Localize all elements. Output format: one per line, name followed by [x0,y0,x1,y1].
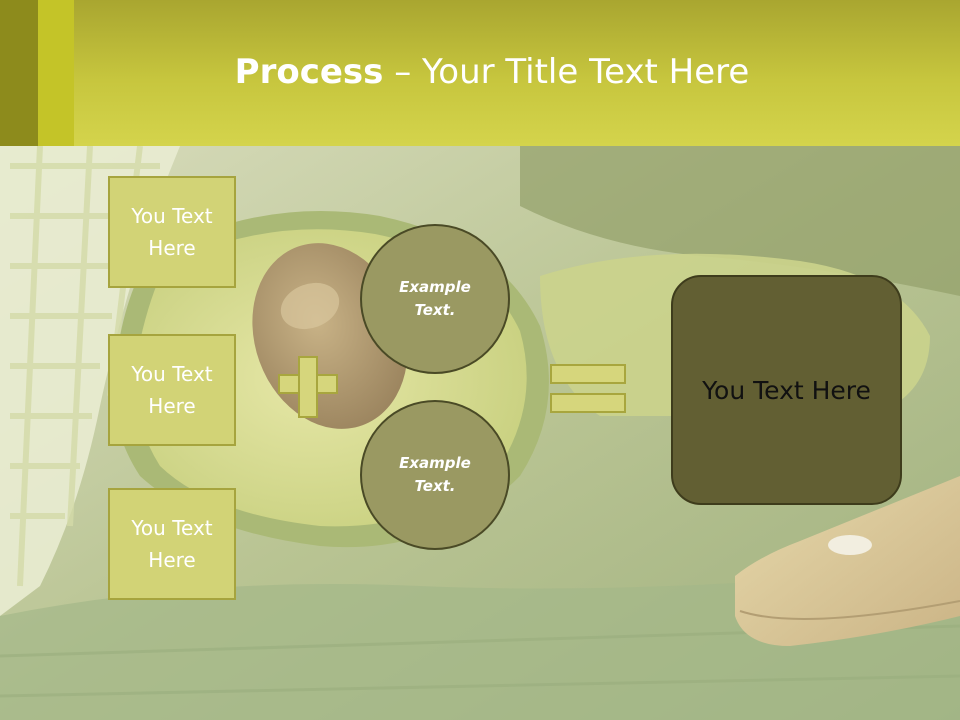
text-box-1: You Text Here [108,176,236,288]
result-box: You Text Here [671,275,902,505]
text-box-1-label: You Text Here [131,204,213,260]
example-circle-1-label: Example Text. [399,278,471,319]
title-rest: Your Title Text Here [422,52,750,92]
title-bold: Process [234,52,384,92]
text-box-3-label: You Text Here [131,516,213,572]
result-box-label: You Text Here [702,375,871,405]
plus-icon-center [300,376,316,392]
example-circle-2: Example Text. [360,400,510,550]
text-box-3: You Text Here [108,488,236,600]
example-circle-2-label: Example Text. [399,454,471,495]
equals-icon [550,364,626,384]
title-dash: – [383,52,423,92]
text-box-2-label: You Text Here [131,362,213,418]
header-accent-bar-light [38,0,74,146]
text-box-2: You Text Here [108,334,236,446]
example-circle-1: Example Text. [360,224,510,374]
header-accent-bar-dark [0,0,38,146]
slide-title: Process – Your Title Text Here [0,52,960,92]
header-band: Process – Your Title Text Here [0,0,960,146]
equals-icon-bottom-bar [550,393,626,413]
